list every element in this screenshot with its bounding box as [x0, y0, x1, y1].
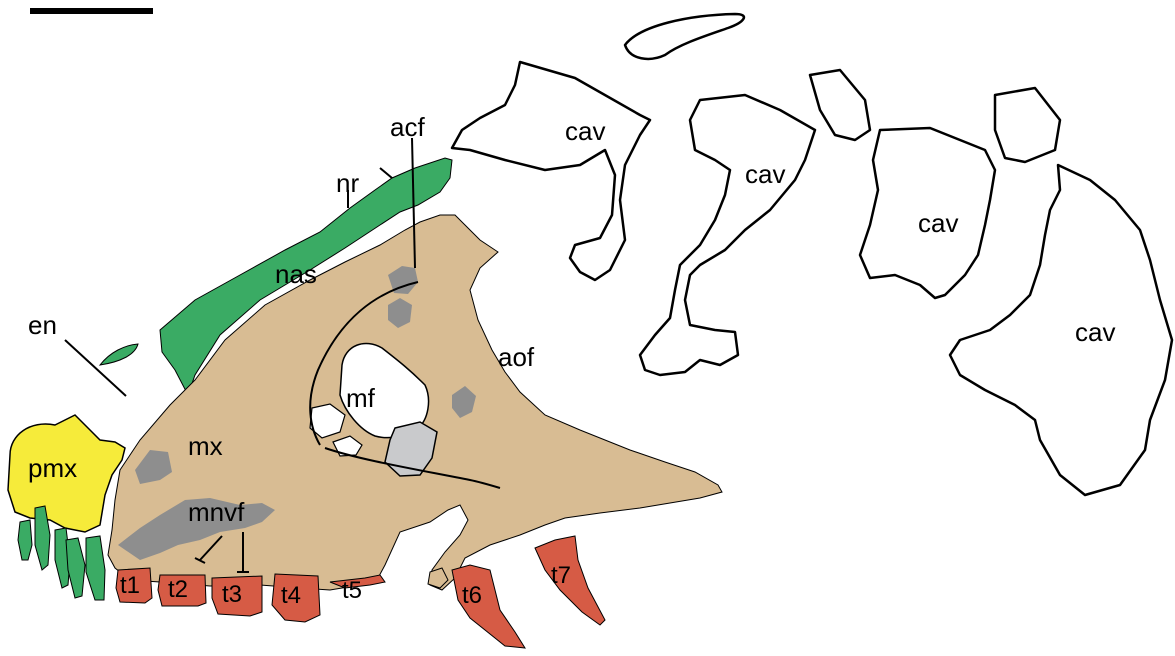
pmx-tooth-4: [66, 538, 85, 598]
label-t2: t2: [168, 576, 188, 603]
cavity-piece-2: [640, 95, 815, 375]
label-t1: t1: [120, 572, 140, 599]
label-acf: acf: [390, 112, 425, 142]
label-cav-4: cav: [1075, 317, 1115, 347]
nr-leader-2: [380, 168, 392, 178]
label-mf: mf: [346, 383, 376, 413]
pmx-tooth-5: [86, 536, 105, 600]
label-t7: t7: [551, 562, 571, 589]
label-nr: nr: [336, 168, 359, 198]
label-pmx: pmx: [28, 453, 77, 483]
label-t6: t6: [462, 582, 482, 609]
label-aof: aof: [498, 342, 535, 372]
label-cav-3: cav: [918, 208, 958, 238]
label-cav-2: cav: [745, 159, 785, 189]
nasal-sliver: [100, 344, 138, 365]
cavity-piece-5: [995, 88, 1060, 162]
cavity-piece-top: [625, 14, 744, 59]
label-t5: t5: [342, 577, 362, 604]
label-t4: t4: [281, 582, 301, 609]
label-t3: t3: [222, 581, 242, 608]
en-leader: [65, 340, 126, 396]
label-nas: nas: [275, 259, 317, 289]
label-mx: mx: [188, 431, 223, 461]
label-en: en: [28, 310, 57, 340]
label-mnvf: mnvf: [188, 497, 245, 527]
label-cav-1: cav: [565, 116, 605, 146]
pmx-tooth-1: [18, 520, 32, 560]
scale-bar: [30, 8, 153, 14]
cavity-piece-3: [810, 70, 870, 140]
